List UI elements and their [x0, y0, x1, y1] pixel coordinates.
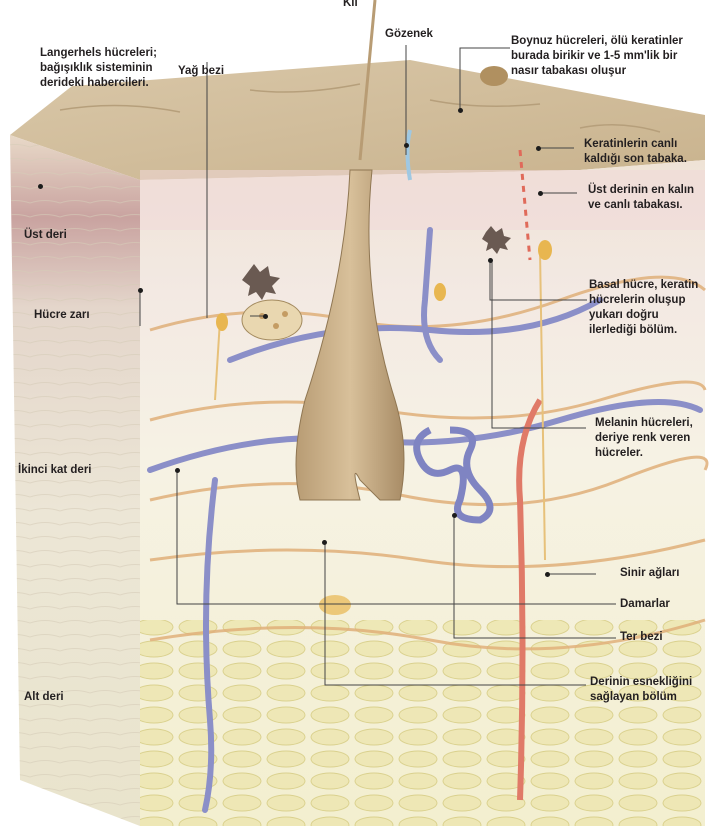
label-ust-deri: Üst deri: [24, 228, 67, 243]
leader-dot: [538, 191, 543, 196]
leader-dot: [536, 146, 541, 151]
leader-dot: [138, 288, 143, 293]
label-kil: Kıl: [343, 0, 358, 11]
label-ter-bezi: Ter bezi: [620, 630, 663, 645]
leader-dot: [175, 468, 180, 473]
leader-dot: [452, 513, 457, 518]
label-ikinci-kat-deri: İkinci kat deri: [18, 463, 92, 478]
leader-dot: [458, 108, 463, 113]
label-alt-deri: Alt deri: [24, 690, 64, 705]
leader-dot: [488, 258, 493, 263]
label-sinir-aglari: Sinir ağları: [620, 566, 679, 581]
label-langerhels: Langerhels hücreleri;bağışıklık sistemin…: [40, 46, 157, 91]
label-damarlar: Damarlar: [620, 597, 670, 612]
leader-dot: [404, 143, 409, 148]
leader-dot: [322, 540, 327, 545]
leader-dot: [38, 184, 43, 189]
leader-dot: [263, 314, 268, 319]
label-gozenek: Gözenek: [385, 27, 433, 42]
label-hucre-zari: Hücre zarı: [34, 308, 90, 323]
leader-dot: [545, 572, 550, 577]
label-yag-bezi: Yağ bezi: [178, 64, 224, 79]
